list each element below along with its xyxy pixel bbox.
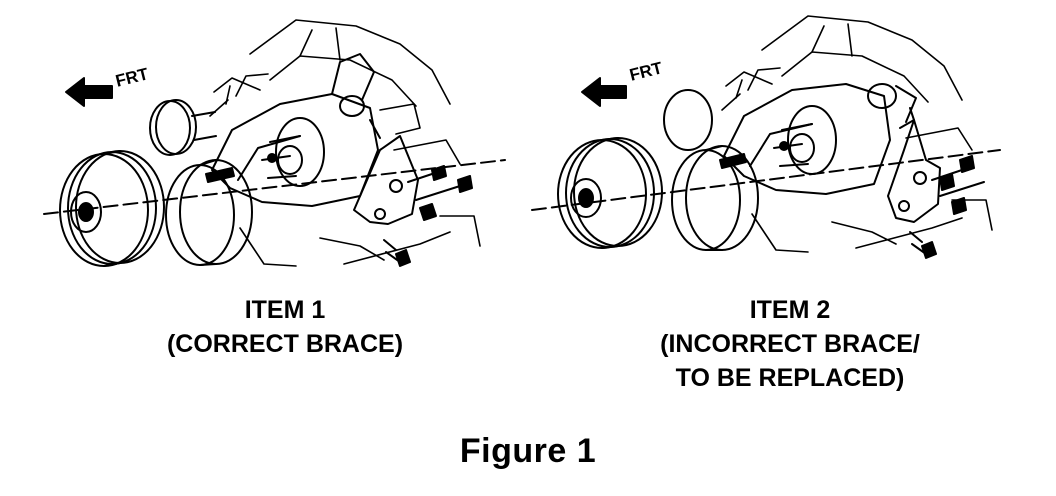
item1-correct-brace bbox=[354, 120, 418, 224]
item2-sublabel-line1: (INCORRECT BRACE/ bbox=[660, 330, 920, 358]
item2-front-arrow-icon bbox=[582, 78, 626, 106]
item2-caption: ITEM 2 (INCORRECT BRACE/ TO BE REPLACED) bbox=[640, 298, 940, 400]
item2-pulley bbox=[558, 138, 662, 248]
item1-pump-body bbox=[206, 54, 378, 206]
item1-engine-block bbox=[210, 20, 480, 266]
item2-incorrect-brace bbox=[888, 108, 940, 222]
figure-title: Figure 1 bbox=[459, 432, 597, 470]
item2-illustration bbox=[532, 16, 1000, 258]
item1-illustration bbox=[44, 20, 505, 266]
item2-seal-disc bbox=[664, 90, 712, 150]
item1-fasteners bbox=[384, 166, 472, 266]
item2-label: ITEM 2 bbox=[749, 296, 831, 324]
item1-pulley bbox=[60, 151, 164, 266]
item1-caption: ITEM 1 (CORRECT BRACE) bbox=[160, 298, 410, 366]
item2-fasteners bbox=[910, 156, 984, 258]
item1-label: ITEM 1 bbox=[244, 296, 326, 324]
item2-balancer bbox=[672, 146, 758, 250]
item2-engine-block bbox=[722, 16, 992, 252]
item1-sublabel: (CORRECT BRACE) bbox=[166, 330, 404, 358]
item1-center-axis bbox=[44, 160, 505, 214]
item2-center-axis bbox=[532, 150, 1000, 210]
item1-front-arrow-icon bbox=[66, 78, 112, 106]
item1-seal-disc bbox=[150, 100, 216, 155]
item2-pump-body bbox=[720, 84, 916, 194]
item2-sublabel-line2: TO BE REPLACED) bbox=[675, 364, 905, 392]
